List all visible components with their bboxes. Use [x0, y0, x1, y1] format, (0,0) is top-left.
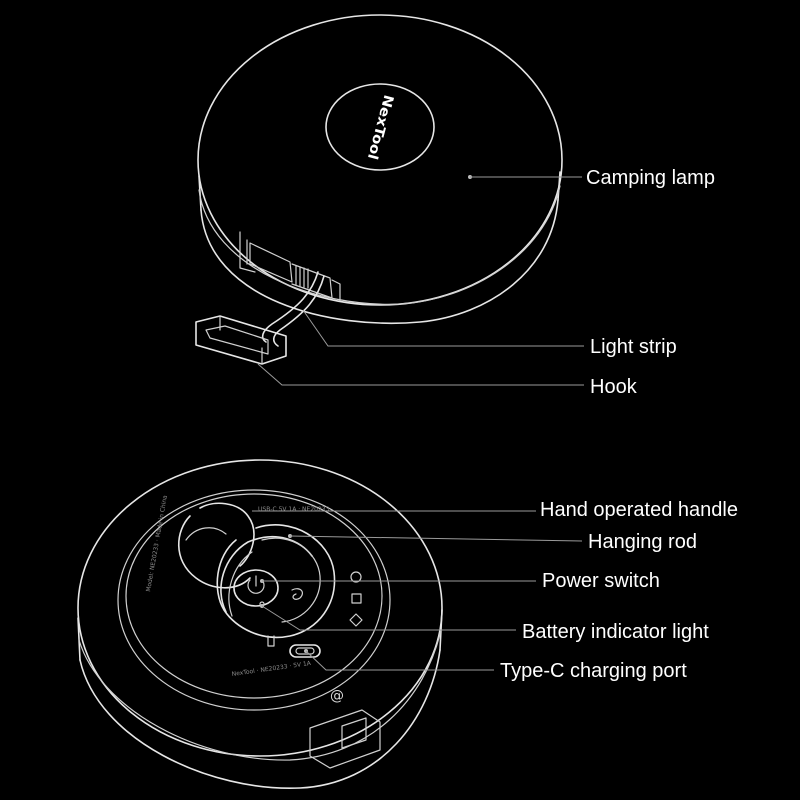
- hook-edges: [219, 315, 263, 365]
- callout-hanging-rod: Hanging rod: [288, 531, 697, 553]
- label-power-switch: Power switch: [542, 570, 660, 592]
- hook-slot: [205, 325, 269, 355]
- power-switch-icon: [247, 579, 265, 594]
- lamp-top-face: [197, 14, 563, 306]
- underside-side-left: [77, 617, 81, 661]
- underside-mid-rim: [78, 629, 442, 761]
- label-hanging-rod: Hanging rod: [588, 531, 697, 553]
- cert-mark-3: [349, 613, 363, 627]
- leader-line: [305, 650, 494, 671]
- fine-print-left: Model: NE20233 · Made in China: [145, 494, 169, 592]
- type-c-port: [289, 644, 321, 658]
- callout-hand-handle: Hand operated handle: [252, 499, 738, 521]
- brand-logo-text: NexTool: [364, 93, 396, 161]
- label-camping-lamp: Camping lamp: [586, 167, 715, 189]
- lamp-mid-rim: [198, 185, 561, 305]
- strip-ridges: [295, 265, 309, 289]
- fine-print-top: USB-C 5V 1A · NE20233: [258, 506, 330, 513]
- lamp-bottom-rim: [200, 199, 559, 325]
- underside-inner-ring-2: [125, 493, 383, 699]
- lamp-underside-illustration: USB-C 5V 1A · NE20233 Model: NE20233 · M…: [77, 459, 443, 789]
- underside-side-slot: [309, 709, 381, 769]
- center-knob-body: [216, 524, 336, 639]
- light-strip-cable: [261, 271, 319, 343]
- underside-outer-ring: [77, 459, 443, 757]
- leader-line: [261, 605, 516, 631]
- leader-line: [289, 535, 583, 542]
- underside-slot-inner: [341, 717, 367, 749]
- hand-handle-inner: [185, 527, 227, 541]
- callout-power-switch: Power switch: [260, 570, 660, 592]
- strip-slot-edge: [331, 279, 341, 301]
- camping-lamp-illustration: NexTool: [195, 14, 563, 365]
- logo-disc: [325, 83, 435, 171]
- underside-bottom-rim: [79, 649, 441, 789]
- type-c-port-inner: [295, 647, 315, 655]
- strip-slot-frame: [239, 231, 256, 273]
- hanging-rod-inner: [228, 551, 253, 617]
- cert-mark-2: [351, 593, 362, 604]
- fine-print-bottom: NexTool · NE20233 · 5V 1A: [231, 660, 312, 678]
- callout-type-c-port: Type-C charging port: [304, 649, 687, 682]
- knob-spiral: [291, 588, 304, 600]
- cert-mark-1: [350, 571, 362, 583]
- callout-battery-indicator: Battery indicator light: [260, 604, 709, 643]
- label-light-strip: Light strip: [590, 336, 677, 358]
- label-battery-indicator-light: Battery indicator light: [522, 621, 709, 643]
- label-hand-operated-handle: Hand operated handle: [540, 499, 738, 521]
- hook-illustration: [195, 315, 287, 365]
- center-knob-rim: [261, 537, 321, 623]
- strip-slot-panel: [249, 242, 293, 283]
- callout-light-strip: Light strip: [302, 309, 677, 358]
- light-strip-cable-2: [272, 275, 325, 347]
- power-switch-button: [233, 569, 279, 607]
- label-type-c-charging-port: Type-C charging port: [500, 660, 687, 682]
- underside-inner-ring: [117, 489, 391, 711]
- rim-mark: @: [330, 688, 344, 704]
- leader-line: [257, 363, 584, 386]
- callout-hook: Hook: [257, 363, 638, 398]
- knob-tab: [267, 635, 275, 647]
- label-hook: Hook: [590, 376, 638, 398]
- callout-camping-lamp: Camping lamp: [468, 167, 715, 189]
- strip-slot-panel-2: [291, 263, 333, 299]
- leader-line: [302, 309, 584, 347]
